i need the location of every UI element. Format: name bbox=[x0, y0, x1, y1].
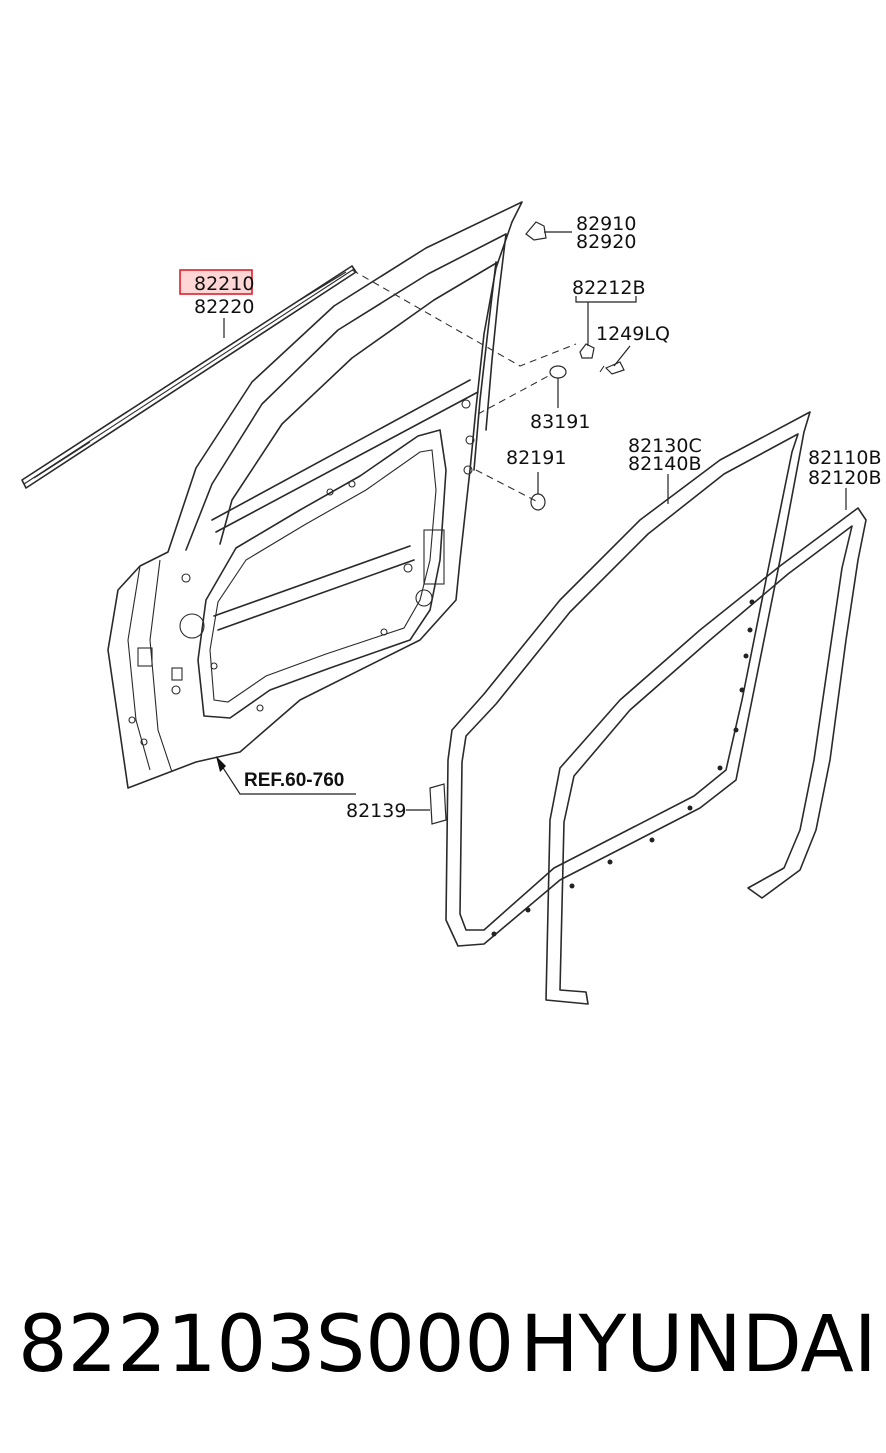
footer-part-number: 822103S000 bbox=[18, 1300, 515, 1390]
label-82920: 82920 bbox=[576, 231, 636, 253]
footer-brand: HYUNDAI bbox=[520, 1300, 877, 1390]
part-labels: 82210 82220 82910 82920 82212B 1249LQ 83… bbox=[194, 213, 881, 822]
door-weatherstrip bbox=[545, 507, 867, 1005]
label-82110b: 82110B bbox=[808, 447, 881, 469]
weatherstrip-clips bbox=[491, 599, 755, 937]
label-82139: 82139 bbox=[346, 800, 406, 822]
label-82130c: 82130C bbox=[628, 435, 702, 457]
label-83191: 83191 bbox=[530, 411, 590, 433]
label-82140b: 82140B bbox=[628, 453, 701, 475]
door-panel bbox=[107, 201, 523, 789]
small-parts bbox=[429, 221, 625, 825]
door-opening-weatherstrip bbox=[445, 411, 811, 947]
label-82220: 82220 bbox=[194, 296, 254, 318]
leader-lines bbox=[216, 231, 847, 811]
label-82910: 82910 bbox=[576, 213, 636, 235]
label-82210: 82210 bbox=[194, 273, 254, 295]
label-82191: 82191 bbox=[506, 447, 566, 469]
label-82120b: 82120B bbox=[808, 467, 881, 489]
label-ref-60-760: REF.60-760 bbox=[244, 770, 344, 791]
footer: 822103S000 HYUNDAI bbox=[0, 1295, 886, 1395]
reference-lines bbox=[351, 269, 577, 503]
label-82212b: 82212B bbox=[572, 277, 645, 299]
belt-weatherstrip bbox=[21, 265, 357, 489]
highlight-box bbox=[179, 269, 253, 295]
label-1249lq: 1249LQ bbox=[596, 323, 670, 345]
